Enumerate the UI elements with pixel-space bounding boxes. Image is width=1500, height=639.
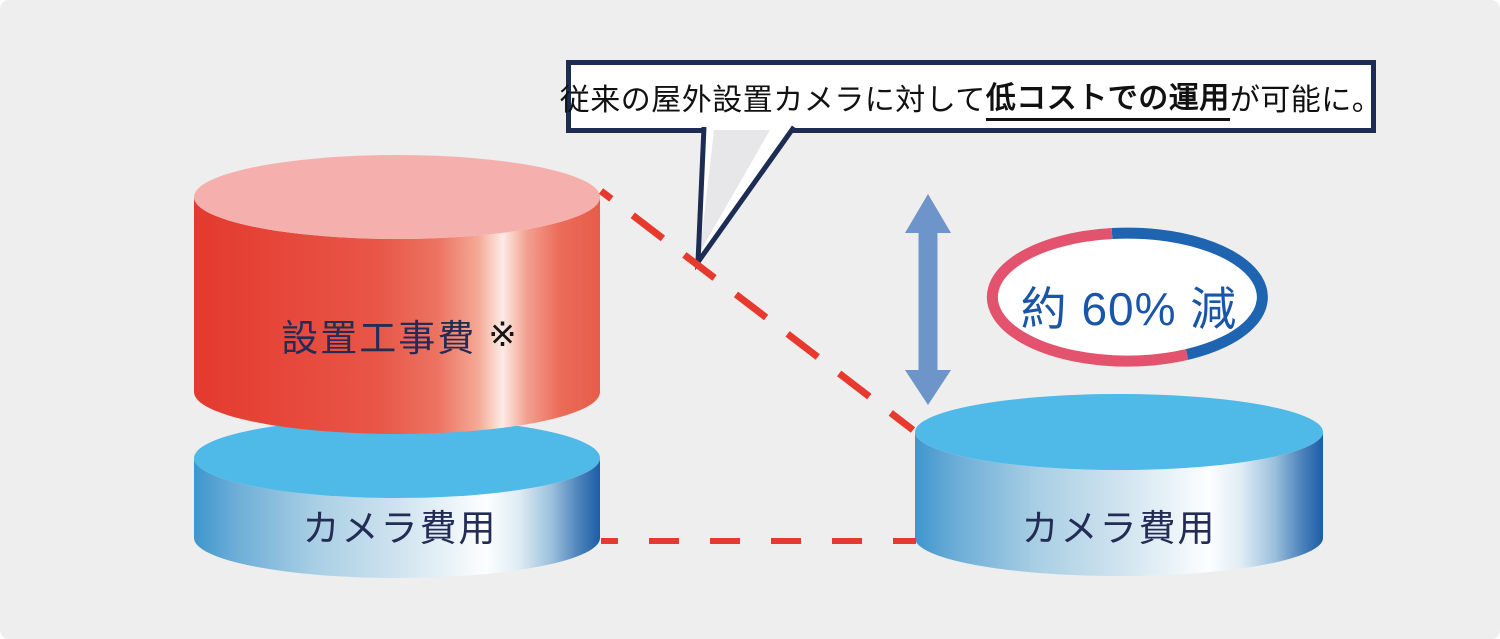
camera-cost-label-left-text: カメラ費用 — [302, 508, 498, 549]
reference-mark: ※ — [488, 316, 519, 354]
callout-bubble: 従来の屋外設置カメラに対して低コストでの運用が可能に。 — [560, 60, 1382, 133]
callout-text-suffix: が可能に。 — [1229, 83, 1383, 117]
callout-text-highlight: 低コストでの運用 — [985, 73, 1230, 121]
reduction-badge-text: 約 60% 減 — [1020, 283, 1238, 335]
installation-cost-label-text: 設置工事費 — [281, 318, 477, 359]
diagonal-dashed-line — [598, 188, 916, 433]
callout-text-prefix: 従来の屋外設置カメラに対して — [559, 83, 986, 117]
callout-tail — [695, 125, 797, 271]
left-installation-cost-cylinder — [194, 155, 600, 434]
camera-cost-label-left: カメラ費用 — [200, 498, 600, 552]
camera-cost-label-right: カメラ費用 — [919, 498, 1319, 552]
camera-cost-label-right-text: カメラ費用 — [1021, 508, 1217, 549]
reduction-arrow — [905, 194, 951, 405]
installation-cost-label: 設置工事費 ※ — [200, 308, 600, 362]
